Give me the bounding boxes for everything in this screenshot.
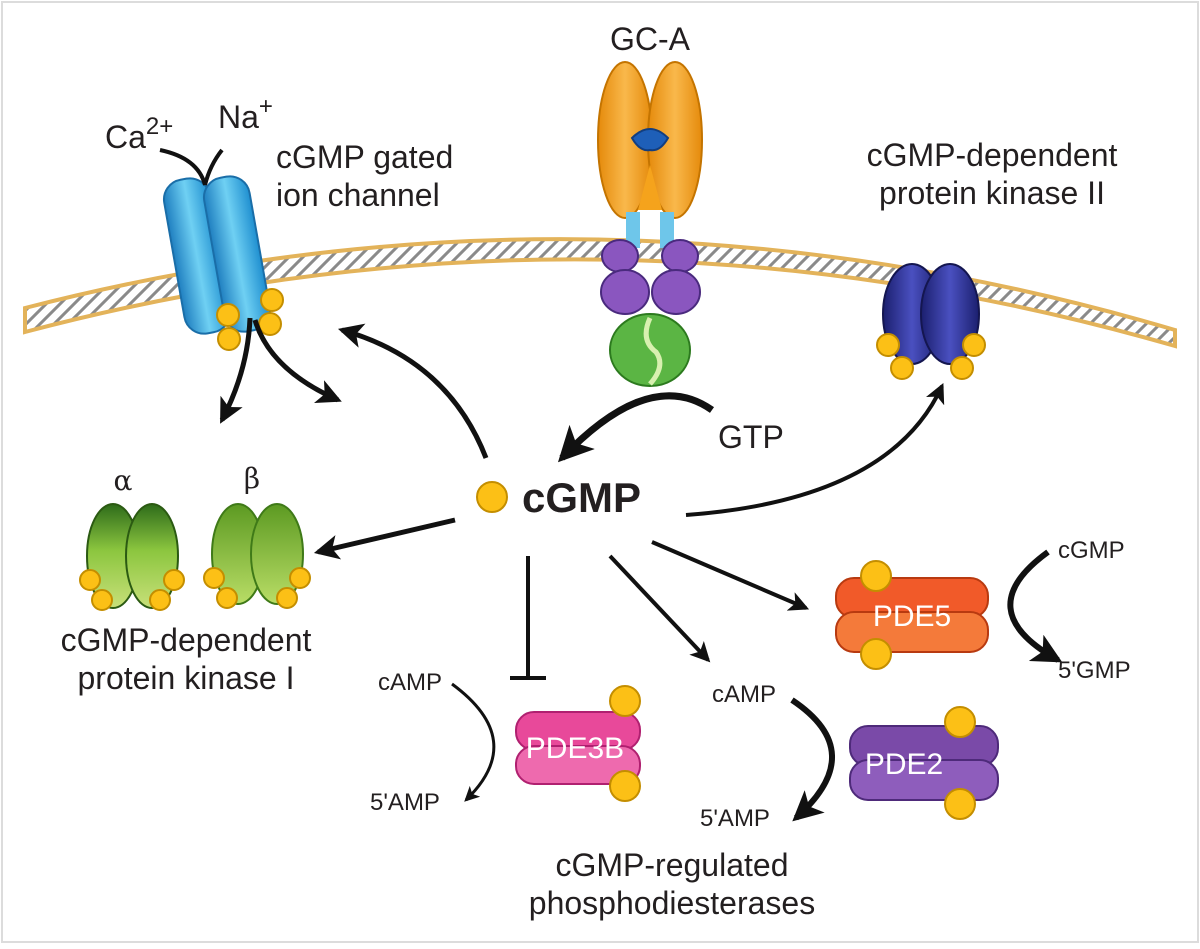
- pde3b-reaction-arrow: [451, 682, 496, 802]
- gca-label: GC-A: [610, 21, 691, 57]
- pde3b-enzyme: [515, 685, 641, 802]
- pde5-product-label: 5'GMP: [1058, 657, 1131, 684]
- pkg2: [876, 263, 986, 380]
- pkg1-beta: [203, 503, 311, 609]
- pde2-product-label: 5'AMP: [700, 805, 770, 832]
- gtp-label: GTP: [718, 419, 784, 455]
- pde2-substrate-label: cAMP: [712, 681, 776, 708]
- pde5-reaction-arrow: [1007, 549, 1063, 663]
- pde3b-substrate-label: cAMP: [378, 669, 442, 696]
- ion-channel-label-line1: cGMP gated: [276, 139, 453, 175]
- pde3b-product-label: 5'AMP: [370, 789, 440, 816]
- pde5-substrate-label: cGMP: [1058, 537, 1125, 564]
- pde5-label: PDE5: [873, 600, 951, 633]
- alpha-label: α: [114, 464, 133, 497]
- pde-group-label-line2: phosphodiesterases: [529, 885, 815, 921]
- pkg1-alpha: [79, 503, 185, 611]
- pde2-enzyme: [849, 706, 999, 820]
- pde5-enzyme: [835, 560, 989, 670]
- cgmp-center-label: cGMP: [522, 474, 641, 521]
- gca-receptor: [597, 61, 703, 387]
- pde3b-label: PDE3B: [526, 732, 624, 765]
- pde-group-label-line1: cGMP-regulated: [556, 847, 789, 883]
- pde2-label: PDE2: [865, 748, 943, 781]
- beta-label: β: [244, 462, 260, 495]
- pkg1-label-line2: protein kinase I: [77, 660, 294, 696]
- pkg1-label-line1: cGMP-dependent: [61, 622, 312, 658]
- cell-membrane: [23, 237, 1177, 349]
- pkg2-label-line2: protein kinase II: [879, 175, 1105, 211]
- ca-ion-label: Ca2+: [105, 113, 173, 155]
- ion-channel-label-line2: ion channel: [276, 177, 440, 213]
- pkg2-label-line1: cGMP-dependent: [867, 137, 1118, 173]
- cgmp-effect-arrows: [313, 323, 945, 680]
- pde2-reaction-arrow: [790, 697, 835, 822]
- gtp-to-cgmp-arrow: [557, 392, 715, 463]
- ion-channel: [159, 148, 342, 424]
- na-ion-label: Na+: [218, 93, 273, 135]
- cgmp-molecule-icon: [476, 481, 508, 513]
